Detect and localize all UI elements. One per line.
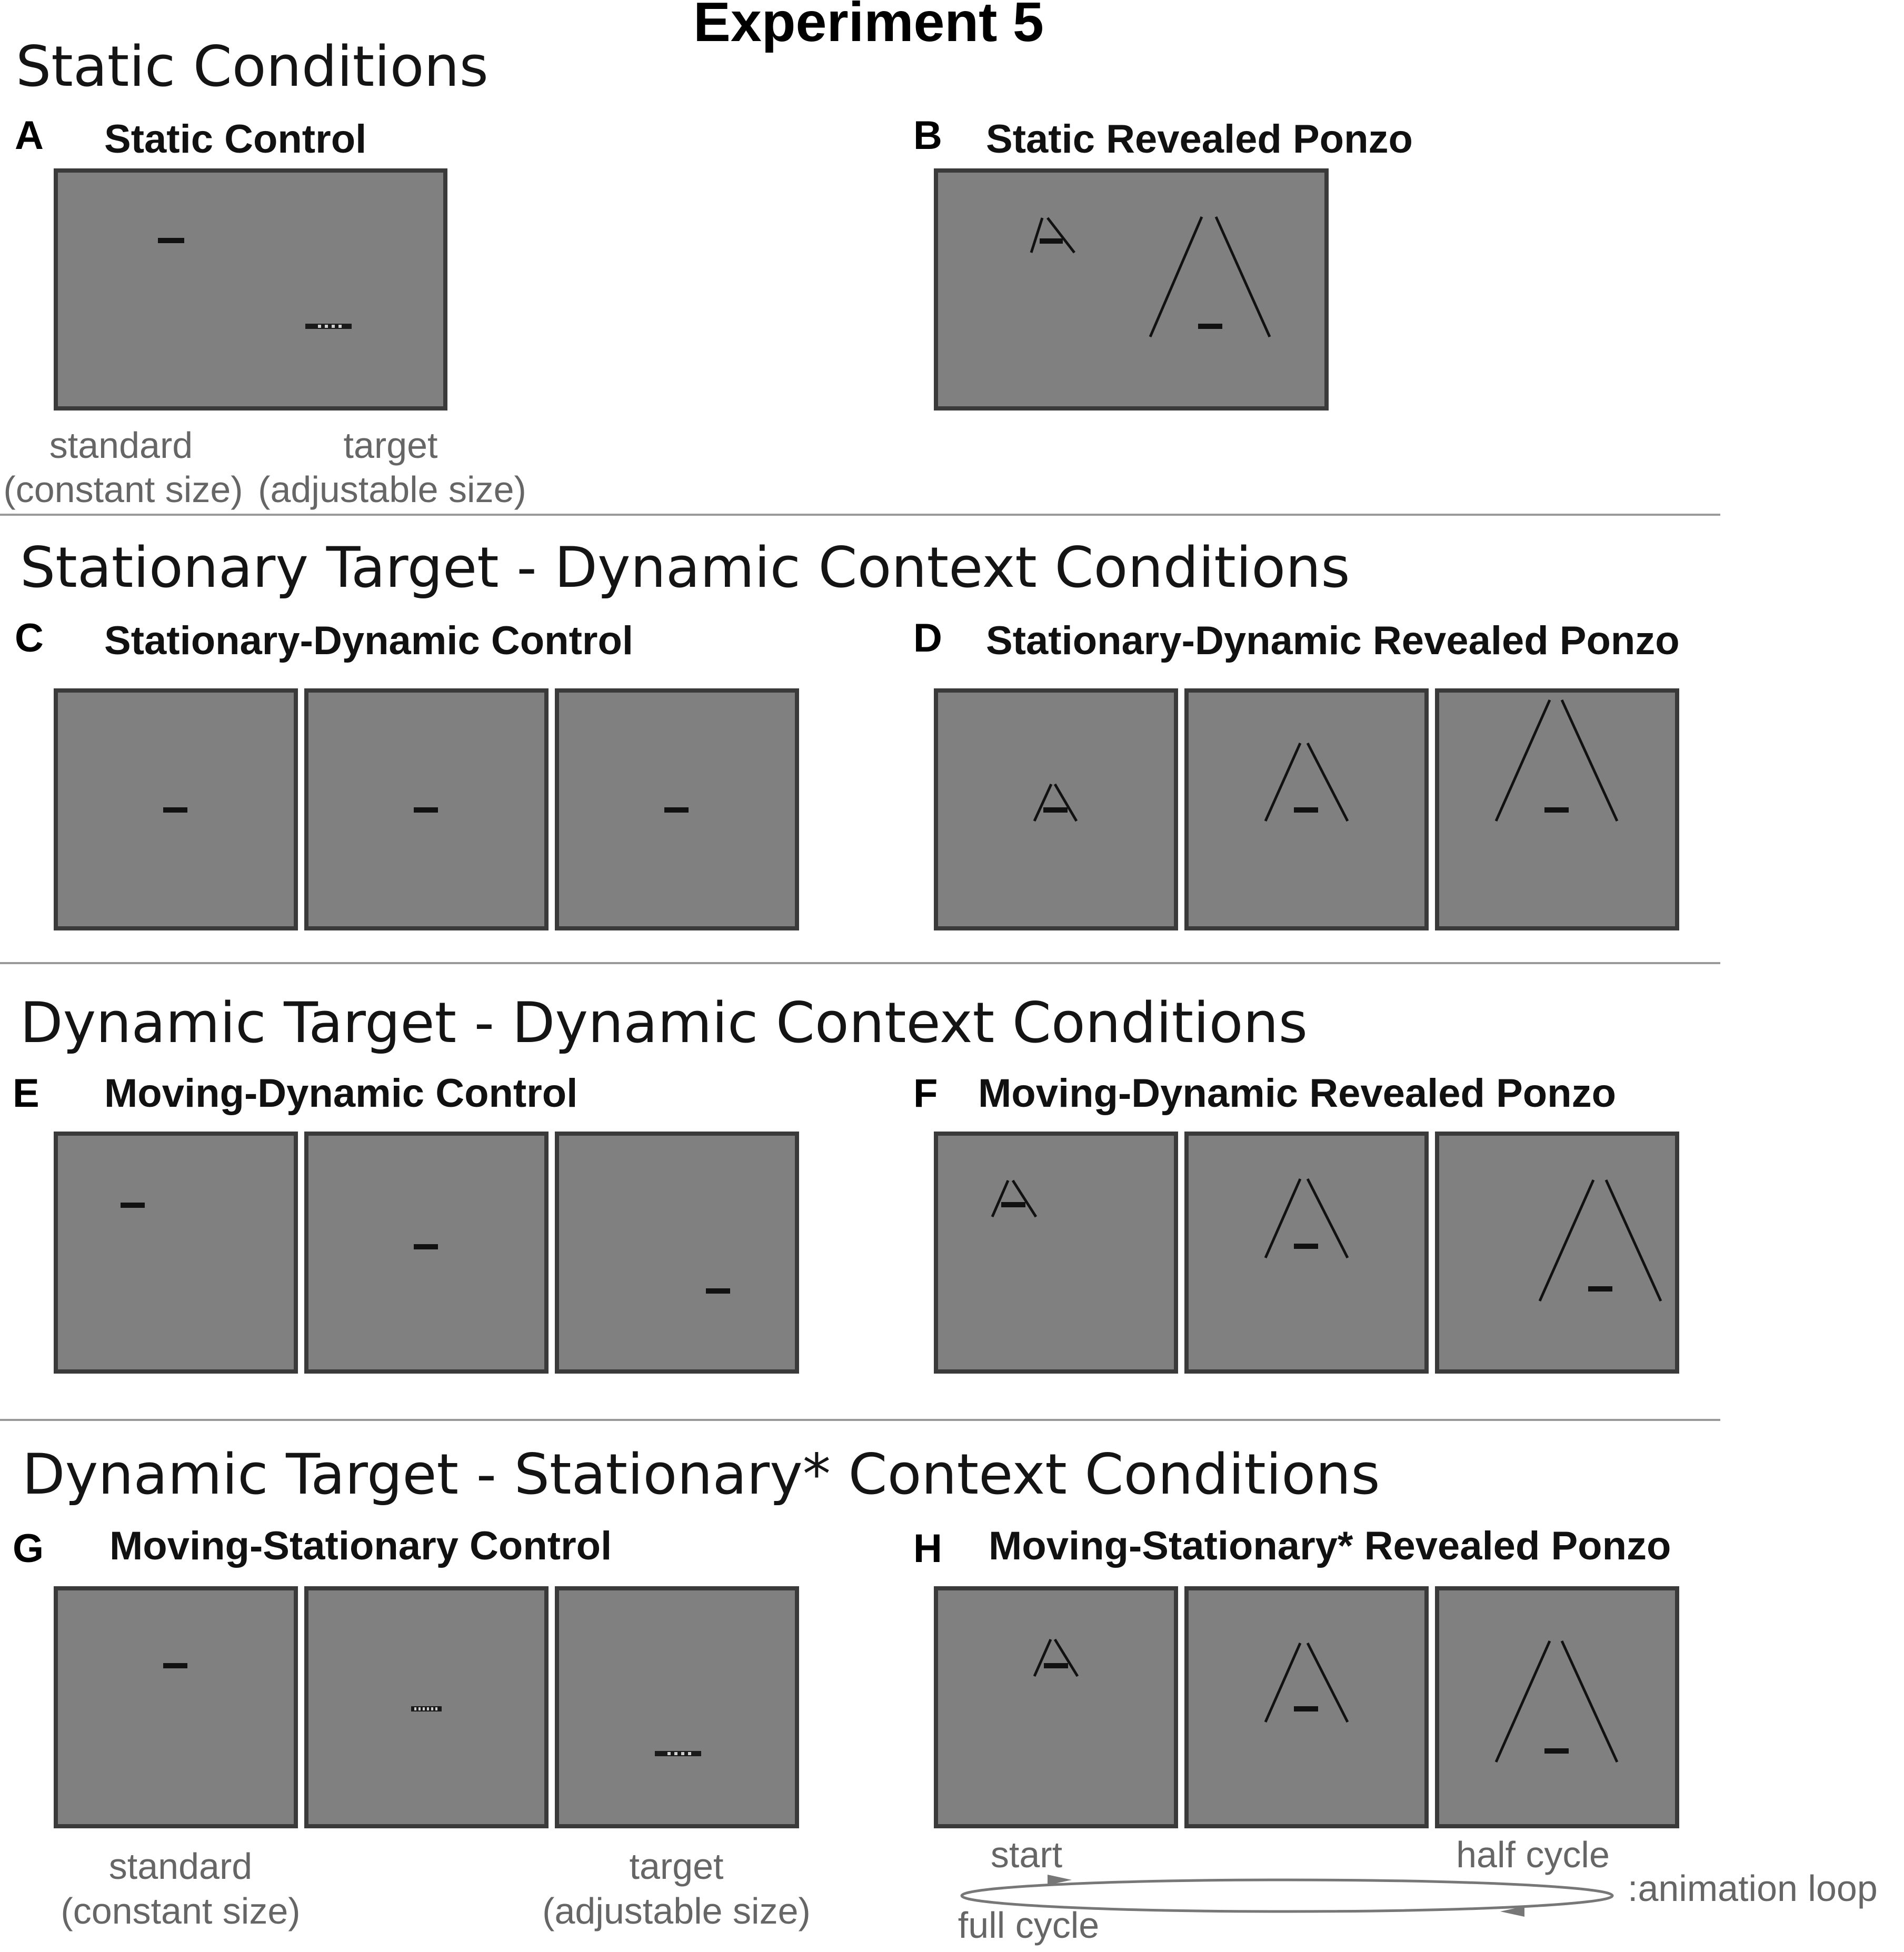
panel-title-c: Stationary-Dynamic Control [104, 618, 633, 663]
target-line [163, 807, 187, 813]
caption-target-sub-a: (adjustable size) [258, 469, 526, 510]
target-line [414, 807, 438, 813]
ponzo-context [1494, 1640, 1619, 1763]
target-line [1001, 1202, 1025, 1207]
ponzo-context [991, 1179, 1038, 1218]
panel-letter-b: B [913, 113, 942, 158]
panel-g-moving-stationary-control [54, 1586, 799, 1828]
panel-letter-c: C [15, 616, 44, 660]
target-line [1294, 1244, 1318, 1249]
ponzo-context [1264, 1178, 1349, 1259]
animation-frame-3 [1435, 1132, 1679, 1374]
adjustable-target-line [655, 1751, 701, 1756]
ponzo-context [1264, 742, 1349, 822]
panel-title-f: Moving-Dynamic Revealed Ponzo [978, 1071, 1616, 1116]
panel-letter-f: F [913, 1071, 938, 1116]
animation-frame-1 [934, 1586, 1178, 1828]
standard-line [158, 238, 184, 243]
panel-b-static-revealed-ponzo [934, 168, 1329, 411]
animation-frame-3 [555, 1586, 799, 1828]
figure-title: Experiment 5 [693, 0, 1044, 53]
panel-letter-e: E [13, 1071, 39, 1116]
standard-line [163, 1663, 187, 1668]
label-animation-loop: :animation loop [1628, 1868, 1878, 1909]
panel-c-stationary-dynamic-control [54, 688, 799, 930]
arrow-back-icon [1500, 1906, 1524, 1917]
section-heading-dynamic-stationary: Dynamic Target - Stationary* Context Con… [22, 1442, 1380, 1507]
standard-line [1040, 238, 1063, 244]
small-ponzo-context [1030, 217, 1075, 254]
target-line [1544, 807, 1569, 813]
animation-frame-3 [555, 1132, 799, 1374]
caption-standard-a: standard [49, 425, 193, 466]
animation-frame-1 [934, 1132, 1178, 1374]
caption-standard-sub-g: (constant size) [61, 1890, 300, 1931]
caption-standard-sub-a: (constant size) [3, 469, 243, 510]
ponzo-context [1033, 1638, 1079, 1677]
arrow-forward-icon [1048, 1875, 1072, 1885]
adjustable-target-line [305, 324, 352, 329]
target-line [1294, 807, 1318, 813]
panel-title-e: Moving-Dynamic Control [104, 1071, 577, 1116]
caption-standard-g: standard [109, 1846, 252, 1887]
animation-frame-2 [304, 1132, 549, 1374]
animation-frame-1 [54, 1586, 298, 1828]
ponzo-context [1264, 1642, 1349, 1723]
panel-letter-g: G [13, 1526, 44, 1571]
panel-f-moving-dynamic-revealed-ponzo [934, 1132, 1679, 1374]
label-start: start [991, 1834, 1062, 1875]
section-heading-dynamic-dynamic: Dynamic Target - Dynamic Context Conditi… [20, 990, 1308, 1055]
panel-e-moving-dynamic-control [54, 1132, 799, 1374]
panel-letter-d: D [913, 616, 942, 660]
label-full-cycle: full cycle [958, 1905, 1099, 1946]
ponzo-context [1494, 699, 1619, 822]
stimulus-frame [934, 168, 1329, 411]
animation-frame-3 [1435, 1586, 1679, 1828]
label-half-cycle: half cycle [1456, 1834, 1610, 1875]
panel-title-d: Stationary-Dynamic Revealed Ponzo [986, 618, 1680, 663]
animation-frame-2 [1184, 1132, 1429, 1374]
target-line [706, 1288, 730, 1294]
panel-letter-a: A [15, 113, 44, 158]
panel-title-a: Static Control [104, 117, 366, 162]
caption-target-g: target [630, 1846, 724, 1887]
target-line [414, 1244, 438, 1249]
section-heading-stationary-dynamic: Stationary Target - Dynamic Context Cond… [20, 535, 1350, 600]
caption-target-sub-g: (adjustable size) [542, 1890, 811, 1931]
panel-a-static-control [54, 168, 447, 411]
animation-loop-arrow [960, 1875, 1614, 1917]
panel-title-h: Moving-Stationary* Revealed Ponzo [989, 1524, 1671, 1568]
large-ponzo-context [1149, 216, 1271, 338]
panel-h-moving-stationary-revealed-ponzo [934, 1586, 1679, 1828]
target-line [664, 807, 689, 813]
target-line [1198, 324, 1222, 329]
adjustable-target-line [411, 1706, 442, 1711]
target-line [1544, 1748, 1569, 1754]
target-line [1043, 807, 1068, 813]
ponzo-context [1538, 1179, 1662, 1302]
target-line [1044, 1663, 1068, 1668]
animation-frame-1 [54, 1132, 298, 1374]
ponzo-context [1033, 783, 1078, 822]
stimulus-frame [54, 168, 447, 411]
panel-title-b: Static Revealed Ponzo [986, 117, 1413, 162]
loop-ellipse [960, 1878, 1614, 1913]
target-line [1294, 1706, 1318, 1711]
panel-title-g: Moving-Stationary Control [109, 1524, 612, 1568]
caption-target-a: target [344, 425, 438, 466]
target-line [1588, 1286, 1612, 1292]
target-line [121, 1203, 145, 1208]
panel-d-stationary-dynamic-revealed-ponzo [934, 688, 1679, 930]
section-heading-static: Static Conditions [16, 34, 489, 99]
panel-letter-h: H [913, 1526, 942, 1571]
